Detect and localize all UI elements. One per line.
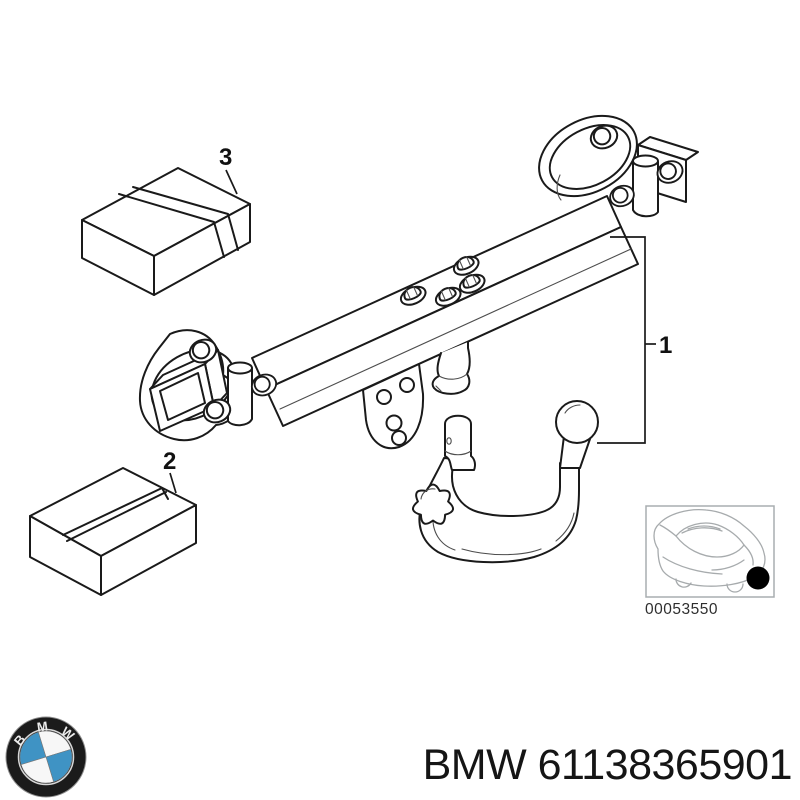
- attachment-point-marker: [746, 566, 770, 590]
- callout-3-leader: [225, 169, 238, 195]
- inset-caption: 00053550: [645, 601, 718, 618]
- car-location-inset: 00053550: [645, 505, 775, 618]
- callout-3-label: 3: [219, 144, 232, 171]
- coupling-socket: [431, 341, 471, 395]
- parts-box-3: [81, 167, 251, 296]
- hitch-receiver-plate: [362, 363, 425, 450]
- coupling-stem: [444, 414, 476, 471]
- callout-1-label: 1: [659, 332, 672, 359]
- tow-bar-crossmember: [251, 195, 639, 427]
- car-silhouette: [653, 508, 766, 593]
- parts-box-2: [29, 467, 197, 596]
- left-mount-bracket: [138, 329, 281, 442]
- right-mount-bracket: [538, 114, 699, 218]
- ball-coupling: [412, 400, 599, 564]
- callout-2-label: 2: [163, 448, 176, 475]
- part-number-text: BMW 61138365901: [422, 741, 793, 789]
- callout-2-leader: [169, 472, 177, 494]
- roundel-letter-m: M: [36, 718, 49, 734]
- tow-ball: [555, 400, 599, 444]
- callout-1-bracket: 1: [597, 236, 672, 444]
- coupling-arm: [418, 457, 580, 564]
- bmw-roundel-icon: B M W: [5, 716, 87, 798]
